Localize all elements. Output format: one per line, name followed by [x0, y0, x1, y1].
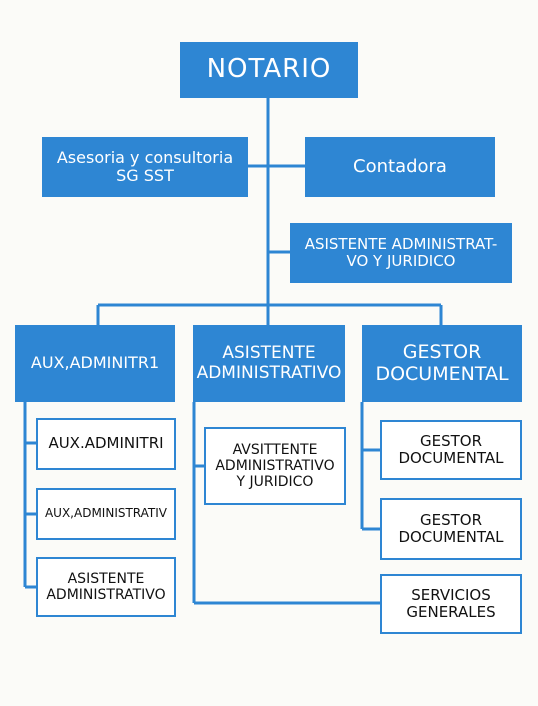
node-aux-administrativ: AUX,ADMINISTRATIV — [36, 488, 176, 540]
node-asesoria-label: Asesoria y consultoria SG SST — [56, 147, 234, 185]
node-servicios-generales-label: SERVICIOS GENERALES — [406, 585, 496, 621]
node-asistente-administrativo-sub: ASISTENTE ADMINISTRATIVO — [36, 557, 176, 617]
node-notario-label: NOTARIO — [206, 54, 332, 85]
node-aux-adminitr1: AUX,ADMINITR1 — [15, 325, 175, 402]
node-asistente-administrativo-head: ASISTENTE ADMINISTRATIVO — [193, 325, 345, 402]
node-gestor-documental-1: GESTOR DOCUMENTAL — [380, 420, 522, 480]
node-asistente-admin-juridico-top: ASISTENTE ADMINISTRAT- VO Y JURIDICO — [290, 223, 512, 283]
node-contadora-label: Contadora — [353, 155, 447, 177]
node-avsittente-label: AVSITTENTE ADMINISTRATIVO Y JURIDICO — [215, 441, 335, 491]
node-avsittente: AVSITTENTE ADMINISTRATIVO Y JURIDICO — [204, 427, 346, 505]
node-aux-adminitri-label: AUX.ADMINITRI — [48, 434, 164, 453]
node-asesoria: Asesoria y consultoria SG SST — [42, 137, 248, 197]
node-asistente-administrativo-sub-label: ASISTENTE ADMINISTRATIVO — [46, 570, 166, 603]
node-gestor-documental-head-label: GESTOR DOCUMENTAL — [375, 340, 509, 385]
node-notario: NOTARIO — [180, 42, 358, 98]
node-contadora: Contadora — [305, 137, 495, 197]
node-gestor-documental-2-label: GESTOR DOCUMENTAL — [398, 510, 504, 546]
node-gestor-documental-1-label: GESTOR DOCUMENTAL — [398, 431, 504, 467]
node-gestor-documental-head: GESTOR DOCUMENTAL — [362, 325, 522, 402]
node-gestor-documental-2: GESTOR DOCUMENTAL — [380, 498, 522, 560]
node-aux-adminitri: AUX.ADMINITRI — [36, 418, 176, 470]
node-asistente-admin-juridico-top-label: ASISTENTE ADMINISTRAT- VO Y JURIDICO — [304, 234, 498, 270]
node-asistente-administrativo-head-label: ASISTENTE ADMINISTRATIVO — [196, 342, 342, 383]
node-aux-administrativ-label: AUX,ADMINISTRATIV — [44, 506, 168, 521]
node-servicios-generales: SERVICIOS GENERALES — [380, 574, 522, 634]
node-aux-adminitr1-label: AUX,ADMINITR1 — [30, 353, 160, 373]
